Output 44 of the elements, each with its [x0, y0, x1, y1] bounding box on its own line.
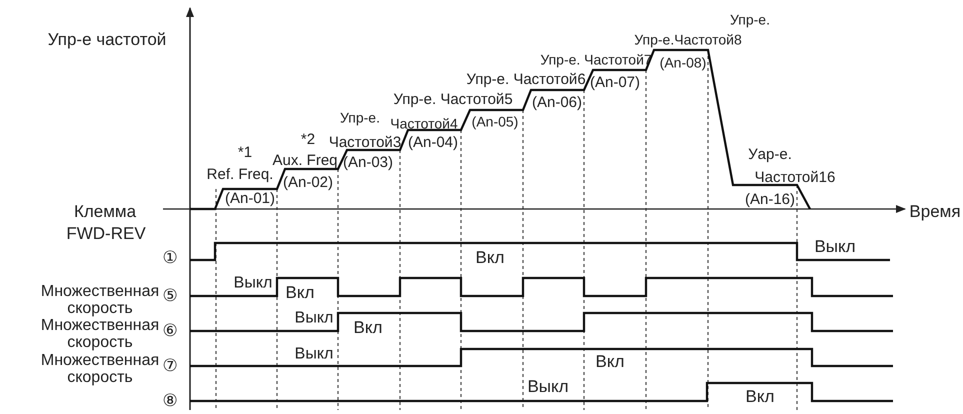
- frequency-label: Частотой16: [754, 170, 836, 186]
- terminal-number: ①: [162, 249, 178, 267]
- signal-label: Клемма: [74, 203, 136, 221]
- state-label: Выкл: [527, 378, 569, 396]
- footnote-mark: *2: [300, 132, 316, 148]
- axis-label: Время: [909, 203, 961, 221]
- parameter-code: (An-03): [342, 155, 394, 171]
- state-label: Выкл: [234, 276, 272, 292]
- parameter-code: (An-01): [224, 191, 276, 207]
- terminal-number: ⑦: [162, 357, 178, 375]
- frequency-label: Aux. Freq: [272, 153, 338, 169]
- parameter-code: (An-05): [472, 114, 518, 130]
- axis-label: Упр-е частотой: [48, 31, 166, 49]
- frequency-label: Упр-е.Частотой8: [634, 32, 742, 48]
- frequency-label: Частотой3: [328, 135, 402, 151]
- parameter-code: (An-04): [408, 135, 458, 151]
- state-label: Вкл: [354, 319, 382, 337]
- state-label: Вкл: [286, 284, 314, 302]
- signal-label: Множественная скорость: [40, 318, 160, 352]
- parameter-code: (An-02): [282, 175, 334, 191]
- state-label: Выкл: [814, 238, 856, 256]
- terminal-number: ⑥: [162, 322, 178, 340]
- frequency-label: Упр-е. Частотой6: [466, 72, 586, 88]
- frequency-label: Упр-е.: [730, 12, 770, 28]
- state-label: Вкл: [476, 249, 504, 267]
- footnote-mark: *1: [238, 145, 252, 161]
- terminal-number: ⑤: [162, 287, 178, 305]
- state-label: Вкл: [596, 353, 624, 371]
- state-label: Вкл: [746, 388, 774, 406]
- state-label: Выкл: [294, 346, 334, 364]
- parameter-code: (An-08): [660, 56, 706, 70]
- frequency-label: Упр-е.: [340, 110, 380, 126]
- frequency-label: Частотой4: [390, 116, 458, 132]
- parameter-code: (An-16): [744, 192, 796, 208]
- parameter-code: (An-06): [532, 95, 582, 111]
- frequency-label: Уар-е.: [748, 147, 792, 163]
- frequency-label: Ref. Freq.: [206, 167, 274, 183]
- signal-label: FWD-REV: [66, 225, 146, 243]
- signal-label: Множественная скорость: [40, 353, 160, 387]
- signal-label: Множественная скорость: [40, 284, 160, 318]
- parameter-code: (An-07): [590, 75, 640, 91]
- terminal-number: ⑧: [162, 392, 178, 410]
- state-label: Выкл: [294, 310, 334, 328]
- frequency-label: Упр-е. Частотой5: [393, 92, 513, 108]
